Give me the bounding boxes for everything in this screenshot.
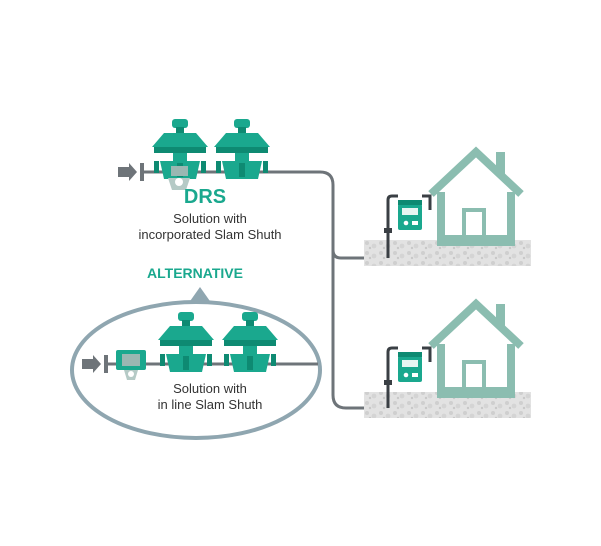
drs-description: Solution with incorporated Slam Shuth [110, 211, 310, 243]
house-icon [431, 304, 521, 394]
flow-arrow-icon [82, 355, 101, 373]
pipe-flange [140, 163, 144, 181]
drs-description-line2: incorporated Slam Shuth [138, 227, 282, 242]
alternative-description-line1: Solution with [173, 381, 247, 396]
pipe-flange [104, 355, 108, 373]
top-regulator-line [118, 119, 270, 190]
alternative-label: ALTERNATIVE [147, 265, 243, 281]
pipe-flange [384, 228, 392, 233]
house-bottom [364, 304, 531, 418]
alternative-regulator-line [82, 312, 318, 380]
slam-shut-valve-icon [116, 350, 146, 380]
service-pipe [386, 346, 432, 408]
service-pipe [386, 194, 432, 258]
flow-arrow-icon [118, 163, 137, 181]
gas-meter-icon [398, 200, 422, 230]
drs-description-line1: Solution with [173, 211, 247, 226]
alternative-ellipse [70, 300, 322, 440]
gas-meter-icon [398, 352, 422, 382]
alternative-description-line2: in line Slam Shuth [157, 397, 263, 412]
distribution-pipe [140, 170, 388, 410]
drs-title: DRS [183, 186, 227, 208]
slam-shut-valve-icon [168, 166, 190, 190]
house-top [364, 152, 531, 266]
regulator-icon [214, 119, 270, 179]
house-icon [431, 152, 521, 242]
alternative-pointer [188, 287, 212, 304]
pipe-flange [384, 380, 392, 385]
alternative-description: Solution with in line Slam Shuth [110, 381, 310, 413]
